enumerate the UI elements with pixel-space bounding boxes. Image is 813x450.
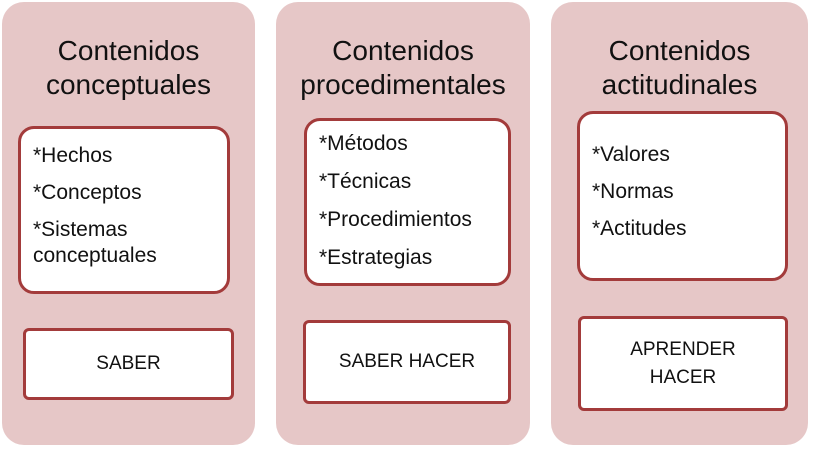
panel-title: Contenidos actitudinales <box>551 34 808 102</box>
content-list: *Valores *Normas *Actitudes <box>580 142 785 242</box>
list-item: *Sistemas conceptuales <box>33 218 157 267</box>
list-item: *Normas <box>592 180 674 203</box>
title-line: actitudinales <box>601 69 758 100</box>
category-label-box: APRENDER HACER <box>578 316 788 411</box>
category-label: SABER <box>96 353 161 374</box>
category-label: SABER HACER <box>338 351 476 372</box>
title-line: Contenidos <box>608 35 751 66</box>
list-item: *Valores <box>592 143 670 166</box>
content-list: *Métodos *Técnicas *Procedimientos *Estr… <box>307 131 508 271</box>
panel-title: Contenidos procedimentales <box>276 34 530 102</box>
list-item: *Métodos <box>319 132 408 155</box>
title-line: Contenidos <box>57 35 200 66</box>
panel-title: Contenidos conceptuales <box>2 34 255 102</box>
content-list-box: *Hechos *Conceptos *Sistemas conceptuale… <box>18 126 230 294</box>
title-line: conceptuales <box>45 69 211 100</box>
category-label: APRENDER HACER <box>630 338 736 388</box>
content-list-box: *Métodos *Técnicas *Procedimientos *Estr… <box>304 118 511 286</box>
panel-conceptual: Contenidos conceptuales *Hechos *Concept… <box>2 2 255 445</box>
list-item: *Técnicas <box>319 170 412 193</box>
list-item: *Procedimientos <box>319 208 472 231</box>
list-item: *Estrategias <box>319 246 433 269</box>
content-list: *Hechos *Conceptos *Sistemas conceptuale… <box>21 143 227 269</box>
panel-attitudinal: Contenidos actitudinales *Valores *Norma… <box>551 2 808 445</box>
title-line: procedimentales <box>300 69 506 100</box>
list-item: *Conceptos <box>33 181 142 204</box>
list-item: *Hechos <box>33 144 113 167</box>
category-label-box: SABER <box>23 328 234 400</box>
title-line: Contenidos <box>332 35 474 66</box>
panel-procedural: Contenidos procedimentales *Métodos *Téc… <box>276 2 530 445</box>
content-list-box: *Valores *Normas *Actitudes <box>577 111 788 281</box>
category-label-box: SABER HACER <box>303 320 511 404</box>
list-item: *Actitudes <box>592 217 687 240</box>
